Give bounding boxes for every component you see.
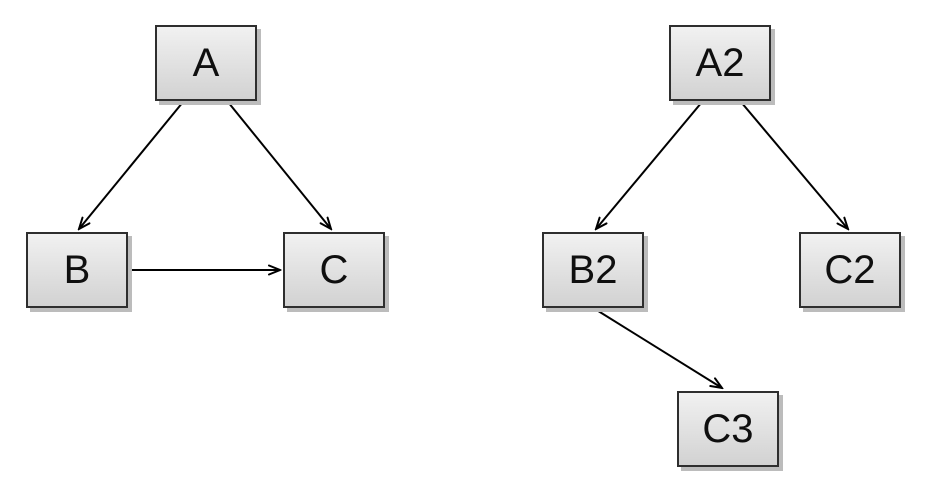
node-B[interactable]: B bbox=[26, 232, 128, 308]
edge-A-B bbox=[79, 101, 184, 229]
edge-A-C bbox=[227, 101, 331, 229]
edge-B2-C3 bbox=[594, 308, 722, 388]
edge-A2-B2 bbox=[596, 101, 703, 229]
node-label-C3: C3 bbox=[702, 407, 754, 451]
edge-A2-C2 bbox=[740, 101, 848, 229]
node-C[interactable]: C bbox=[283, 232, 385, 308]
node-label-C: C bbox=[319, 248, 349, 292]
node-label-B: B bbox=[63, 248, 91, 292]
node-C2[interactable]: C2 bbox=[799, 232, 901, 308]
node-B2[interactable]: B2 bbox=[542, 232, 644, 308]
node-A[interactable]: A bbox=[155, 25, 257, 101]
node-A2[interactable]: A2 bbox=[669, 25, 771, 101]
node-label-C2: C2 bbox=[824, 248, 876, 292]
node-C3[interactable]: C3 bbox=[677, 391, 779, 467]
node-label-A: A bbox=[192, 41, 220, 85]
node-label-B2: B2 bbox=[568, 248, 618, 292]
node-label-A2: A2 bbox=[695, 41, 745, 85]
